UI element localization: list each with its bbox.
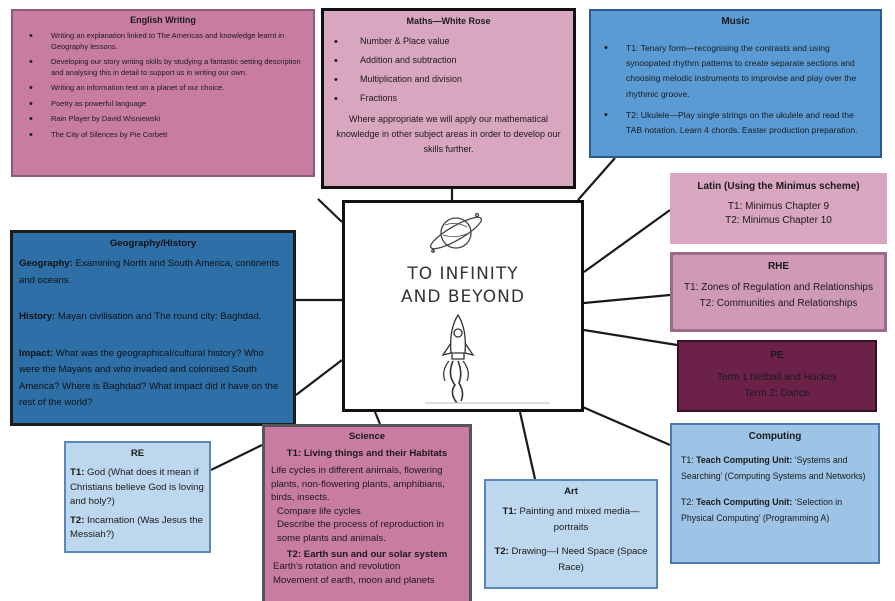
impact-text: Impact: What was the geographical/cultur… (19, 346, 287, 412)
latin-title: Latin (Using the Minimus scheme) (697, 181, 860, 192)
impact-label: Impact: (19, 347, 54, 359)
re-box: RE T1: God (What does it mean if Christi… (64, 441, 211, 553)
re-t1: T1: God (What does it mean if Christians… (70, 466, 205, 510)
maths-box: Maths—White Rose Number & Place value Ad… (321, 8, 576, 189)
re-t1-text: God (What does it mean if Christians bel… (70, 467, 204, 507)
computing-box: Computing T1: Teach Computing Unit: ‘Sys… (670, 423, 880, 564)
topic-center-box: TO INFINITY AND BEYOND (342, 200, 584, 412)
art-t2: T2: Drawing—I Need Space (Space Race) (490, 544, 652, 575)
science-t1-line: Life cycles in different animals, flower… (271, 465, 445, 503)
list-item: T2: Ukulele—Play single strings on the u… (604, 108, 872, 138)
computing-t2-label: T2: (681, 497, 697, 507)
list-item: Multiplication and division (334, 74, 573, 86)
list-item: Addition and subtraction (334, 55, 573, 67)
english-writing-box: English Writing Writing an explanation l… (11, 9, 315, 177)
science-t1-line: Describe the process of reproduction in … (277, 519, 444, 544)
list-item: T1: Tenary form—recognising the contrast… (604, 41, 872, 102)
geography-body: Examining North and South America, conti… (19, 258, 280, 286)
computing-t1-label: T1: (681, 455, 697, 465)
science-title: Science (348, 431, 386, 442)
science-t1-heading: T1: Living things and their Habitats (286, 448, 448, 459)
pe-box: PE Term 1 Netball and Hockey Term 2: Dan… (677, 340, 877, 412)
list-item: Rain Player by David Wisniewski (29, 114, 307, 125)
geography-history-box: Geography/History Geography: Examining N… (10, 230, 296, 426)
rhe-box: RHE T1: Zones of Regulation and Relation… (670, 252, 887, 332)
maths-title: Maths—White Rose (406, 16, 491, 26)
computing-t1-unit: Teach Computing Unit: (696, 455, 793, 465)
art-t2-label: T2: (494, 546, 509, 557)
science-t2-heading: T2: Earth sun and our solar system (286, 549, 448, 560)
re-t2: T2: Incarnation (Was Jesus the Messiah?) (70, 514, 205, 543)
list-item: Writing an explanation linked to The Ame… (29, 31, 307, 52)
art-t1-text: Painting and mixed media—portraits (516, 506, 640, 533)
science-box: Science T1: Living things and their Habi… (262, 424, 472, 601)
list-item: Number & Place value (334, 36, 573, 48)
art-title: Art (564, 486, 578, 497)
topic-title: TO INFINITY AND BEYOND (345, 263, 581, 309)
english-list: Writing an explanation linked to The Ame… (29, 31, 307, 141)
maths-list: Number & Place value Addition and subtra… (334, 36, 573, 105)
maths-note: Where appropriate we will apply our math… (336, 114, 561, 154)
rhe-title: RHE (767, 261, 790, 272)
list-item: Developing our story writing skills by s… (29, 57, 307, 78)
science-t2-line: Movement of earth, moon and planets (273, 574, 435, 586)
music-list: T1: Tenary form—recognising the contrast… (604, 41, 872, 138)
geography-title: Geography/History (109, 238, 197, 249)
computing-t1: T1: Teach Computing Unit: ‘Systems and S… (681, 452, 869, 484)
history-text: History: Mayan civilisation and The roun… (19, 309, 287, 326)
science-t2-line: Earth’s rotation and revolution (273, 561, 401, 572)
art-box: Art T1: Painting and mixed media—portrai… (484, 479, 658, 589)
re-t1-label: T1: (70, 467, 85, 478)
re-title: RE (130, 448, 145, 459)
topic-title-line1: TO INFINITY (407, 264, 519, 284)
list-item: Poetry as powerful language (29, 99, 307, 110)
rhe-t1: T1: Zones of Regulation and Relationship… (683, 282, 873, 293)
computing-t1-text: ‘Systems and Searching’ (Computing Syste… (681, 455, 866, 481)
art-t1-label: T1: (502, 506, 517, 517)
art-t2-text: Drawing—I Need Space (Space Race) (508, 546, 648, 573)
geography-text: Geography: Examining North and South Ame… (19, 256, 287, 289)
computing-title: Computing (748, 431, 802, 442)
music-title: Music (721, 16, 750, 27)
topic-title-line2: AND BEYOND (401, 287, 525, 307)
rhe-t2: T2: Communities and Relationships (699, 297, 858, 309)
latin-t1: T1: Minimus Chapter 9 (727, 201, 830, 212)
pe-t1: Term 1 Netball and Hockey (716, 372, 838, 383)
list-item: The City of Silences by Pie Corbett (29, 130, 307, 141)
pe-title: PE (770, 350, 784, 361)
english-title: English Writing (130, 15, 196, 25)
re-t2-text: Incarnation (Was Jesus the Messiah?) (70, 514, 203, 541)
history-label: History: (19, 311, 56, 322)
history-body: Mayan civilisation and The round city: B… (55, 311, 262, 322)
latin-box: Latin (Using the Minimus scheme) T1: Min… (670, 173, 887, 244)
computing-t2: T2: Teach Computing Unit: ‘Selection in … (681, 494, 869, 526)
planet-icon (429, 212, 483, 253)
computing-t2-unit: Teach Computing Unit: (696, 497, 793, 507)
impact-body: What was the geographical/cultural histo… (19, 347, 279, 409)
re-t2-label: T2: (70, 514, 85, 526)
science-t1-line: Compare life cycles (277, 505, 361, 517)
art-t1: T1: Painting and mixed media—portraits (490, 504, 652, 535)
latin-t2: T2: Minimus Chapter 10 (725, 215, 832, 226)
computing-t2-text: ‘Selection in Physical Computing’ (Progr… (681, 497, 843, 523)
list-item: Writing an information text on a planet … (29, 83, 307, 94)
geography-label: Geography: (19, 258, 73, 269)
music-box: Music T1: Tenary form—recognising the co… (589, 9, 882, 158)
list-item: Fractions (334, 93, 573, 105)
pe-t2: Term 2: Dance (744, 388, 810, 399)
